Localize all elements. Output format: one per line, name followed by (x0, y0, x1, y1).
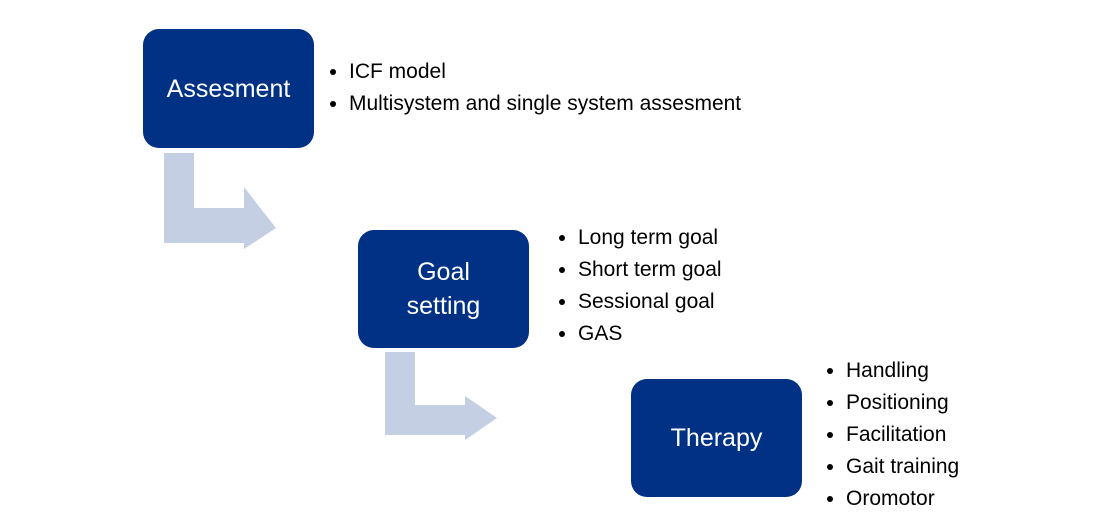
bent-arrow-shape (385, 352, 497, 440)
assesment-bullet-list: ICF model Multisystem and single system … (330, 56, 741, 120)
bullet-item: Oromotor (827, 483, 959, 515)
goal-setting-title-line-2: setting (406, 292, 481, 320)
goal-setting-box: Goal setting (358, 230, 529, 348)
therapy-title: Therapy (670, 424, 763, 452)
bullet-item: Sessional goal (559, 286, 722, 318)
bullet-item: Handling (827, 355, 959, 387)
therapy-box: Therapy (631, 379, 802, 497)
goal-setting-title-line-1: Goal (417, 258, 470, 286)
assesment-title: Assesment (166, 74, 291, 103)
bullet-item: Positioning (827, 387, 959, 419)
bullet-item: GAS (559, 318, 722, 350)
bent-arrow-shape (164, 153, 276, 249)
bullet-item: Multisystem and single system assesment (330, 88, 741, 120)
assesment-box: Assesment (143, 29, 314, 148)
bullet-item: ICF model (330, 56, 741, 88)
bullet-item: Short term goal (559, 254, 722, 286)
goal-setting-bullet-list: Long term goal Short term goal Sessional… (559, 222, 722, 350)
bullet-item: Gait training (827, 451, 959, 483)
bullet-item: Long term goal (559, 222, 722, 254)
bullet-item: Facilitation (827, 419, 959, 451)
therapy-bullet-list: Handling Positioning Facilitation Gait t… (827, 355, 959, 515)
